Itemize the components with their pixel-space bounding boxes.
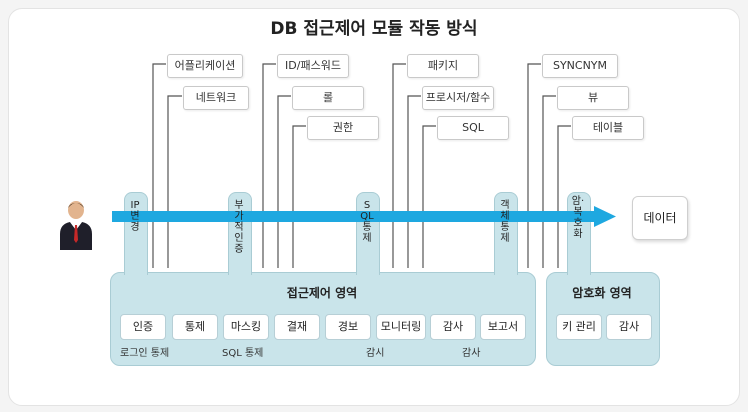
connector-id — [262, 63, 276, 268]
feature-control: 통제 — [172, 314, 218, 340]
connector-syn — [527, 63, 541, 268]
checkpoint-crypto-label: 암·복호화 — [571, 196, 585, 240]
caption-monitoring: 감시 — [366, 348, 385, 359]
checkpoint-auth-label: 부가적인증 — [234, 200, 244, 255]
tag-network: 네트워크 — [183, 86, 249, 110]
checkpoint-auth-post — [228, 192, 252, 275]
checkpoint-sql-post — [356, 192, 380, 275]
checkpoint-crypto-post — [567, 192, 591, 275]
tag-procedure: 프로시저/함수 — [422, 86, 494, 110]
connector-view — [542, 95, 556, 268]
tag-sql: SQL — [437, 116, 509, 140]
feature-alert: 경보 — [325, 314, 371, 340]
checkpoint-ip-post — [124, 192, 148, 275]
feature-auth: 인증 — [120, 314, 166, 340]
connector-app — [152, 63, 166, 268]
connector-pkg — [392, 63, 406, 268]
checkpoint-object-post — [494, 192, 518, 275]
data-box: 데이터 — [632, 196, 688, 240]
businessman-icon — [60, 201, 92, 250]
feature-masking: 마스킹 — [223, 314, 269, 340]
feature-crypto-audit: 감사 — [606, 314, 652, 340]
checkpoint-object-label: 객체통제 — [500, 200, 510, 244]
feature-key-management: 키 관리 — [556, 314, 602, 340]
tag-privilege: 권한 — [307, 116, 379, 140]
feature-approval: 결재 — [274, 314, 320, 340]
connector-role — [277, 95, 291, 268]
connector-proc — [407, 95, 421, 268]
access-zone-title: 접근제어 영역 — [286, 286, 358, 300]
feature-audit: 감사 — [430, 314, 476, 340]
diagram-title: DB 접근제어 모듈 작동 방식 — [270, 19, 478, 39]
feature-monitoring: 모니터링 — [376, 314, 426, 340]
tag-view: 뷰 — [557, 86, 629, 110]
caption-sql-control: SQL 통제 — [222, 348, 264, 359]
tag-id-password: ID/패스워드 — [277, 54, 349, 78]
tag-role: 롤 — [292, 86, 364, 110]
caption-login-control: 로그인 통제 — [120, 348, 170, 359]
tag-package: 패키지 — [407, 54, 479, 78]
tag-table: 테이블 — [572, 116, 644, 140]
connector-net — [167, 95, 182, 268]
checkpoint-sql-label: SQL통제 — [360, 200, 374, 244]
tag-synonym: SYNCNYM — [542, 54, 618, 78]
feature-report: 보고서 — [480, 314, 526, 340]
tag-application: 어플리케이션 — [167, 54, 243, 78]
caption-audit: 감사 — [462, 348, 481, 359]
crypto-zone-title: 암호화 영역 — [572, 286, 632, 300]
checkpoint-ip-label: IP변경 — [130, 200, 140, 233]
